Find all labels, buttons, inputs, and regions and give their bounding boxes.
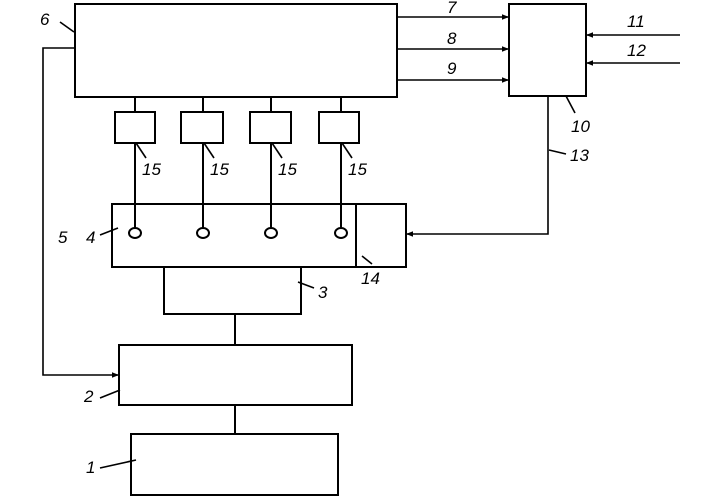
port-c — [264, 227, 278, 239]
label-11: 11 — [627, 12, 645, 31]
port-a — [128, 227, 142, 239]
leader-3 — [297, 281, 315, 289]
leader-13 — [548, 149, 567, 155]
label-13: 13 — [570, 146, 589, 165]
block-6 — [74, 3, 398, 98]
label-3: 3 — [318, 283, 328, 302]
label-4: 4 — [86, 228, 95, 247]
leader-15-a — [135, 142, 147, 159]
leader-15-d — [341, 142, 353, 159]
leader-6 — [59, 21, 75, 33]
label-14: 14 — [361, 269, 380, 288]
label-15-b: 15 — [210, 160, 229, 179]
block-1 — [130, 433, 339, 496]
port-b — [196, 227, 210, 239]
label-8: 8 — [447, 29, 457, 48]
label-7: 7 — [447, 0, 457, 17]
label-12: 12 — [627, 41, 646, 60]
leader-15-c — [271, 142, 283, 159]
line-13 — [406, 96, 549, 237]
sensor-15-c — [249, 111, 292, 144]
label-9: 9 — [447, 59, 457, 78]
sensor-15-d — [318, 111, 360, 144]
label-10: 10 — [571, 117, 590, 136]
block-4 — [111, 203, 357, 268]
label-5: 5 — [58, 228, 68, 247]
leader-15-b — [203, 142, 215, 159]
sensor-15-a — [114, 111, 156, 144]
label-6: 6 — [40, 10, 50, 29]
label-15-d: 15 — [348, 160, 367, 179]
line-5 — [42, 47, 119, 378]
block-10 — [508, 3, 587, 97]
leader-10 — [565, 95, 576, 114]
label-2: 2 — [83, 387, 94, 406]
port-d — [334, 227, 348, 239]
leader-1 — [99, 459, 137, 469]
leader-2 — [99, 389, 121, 399]
leader-14 — [361, 255, 373, 265]
label-1: 1 — [86, 458, 95, 477]
leader-4 — [99, 227, 119, 236]
label-15-c: 15 — [278, 160, 297, 179]
label-15-a: 15 — [142, 160, 161, 179]
block-2 — [118, 344, 353, 406]
sensor-15-b — [180, 111, 224, 144]
block-3 — [163, 266, 302, 315]
